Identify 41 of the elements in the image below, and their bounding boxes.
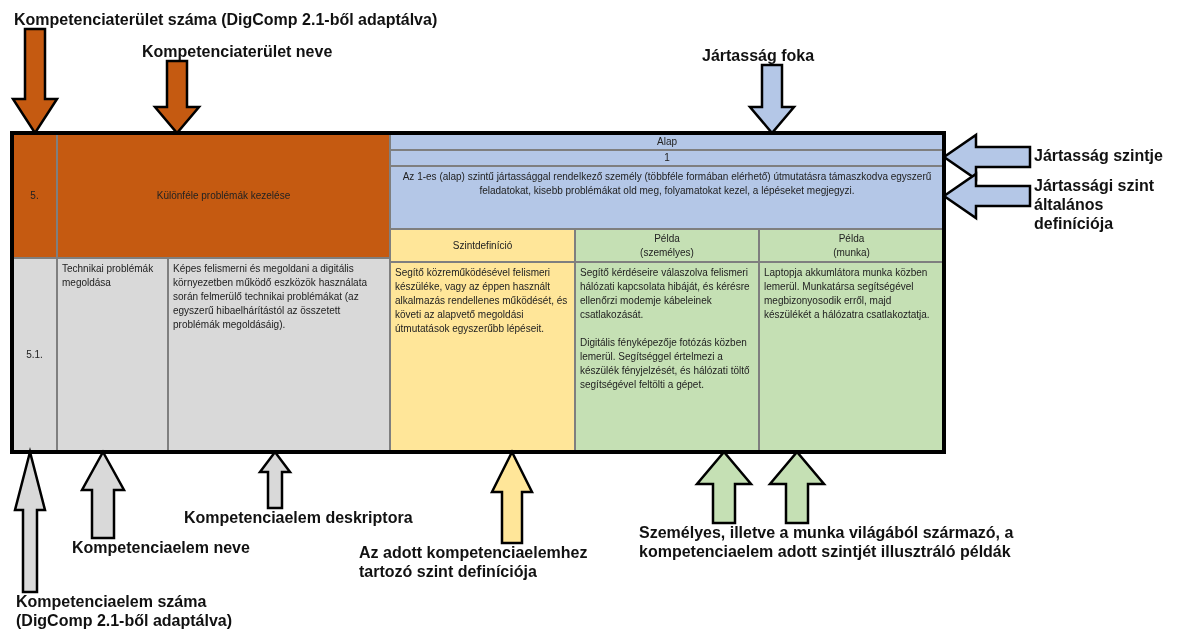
cell-text: Szintdefiníció	[451, 238, 514, 253]
cell-text: Képes felismerni és megoldani a digitális környezetben működő eszközök használata során felmerülő technikai problémákat (az egyszerű hibaelhárítástól az összetett problémák megoldásáig).	[173, 262, 368, 332]
cell-text: 5.	[29, 188, 40, 203]
annotation-label: Jártasság foka	[702, 46, 816, 65]
cell-text: Digitális fényképezője fotózás közben lemerül. Segítséggel értelmezi a készülék fényjelzését, és hálózati töltő segítségével feltölti a gépet.	[580, 336, 751, 392]
table-cell	[12, 133, 57, 258]
cell-text: Példa	[653, 231, 681, 246]
table-cell	[57, 133, 390, 258]
cell-text: 5.1.	[25, 348, 44, 362]
cell-text: (munka)	[832, 245, 871, 260]
table-cell	[575, 262, 759, 452]
annotation-label: Jártasság szintje	[1034, 146, 1164, 165]
annotation-label: Az adott kompetenciaelemhez tartozó szint definíciója	[359, 543, 589, 581]
table-cell	[390, 262, 575, 452]
table-cell	[57, 258, 168, 452]
block-arrow	[13, 447, 47, 594]
cell-text: Technikai problémák megoldása	[62, 262, 155, 290]
cell-text: Alap	[656, 134, 678, 149]
table-cell	[759, 229, 944, 262]
table-cell	[390, 229, 575, 262]
table-cell	[390, 150, 944, 166]
annotation-label: Személyes, illetve a munka világából származó, a kompetenciaelem adott szintjét illusztráló példák	[639, 523, 1015, 561]
annotation-label: Kompetenciaelem neve	[72, 538, 251, 557]
table-cell	[575, 229, 759, 262]
cell-text: Segítő kérdéseire válaszolva felismeri hálózati kapcsolata hibáját, és kérésre ellenőrzi modemje kábeleinek csatlakozását.	[580, 266, 751, 322]
cell-text: 1	[663, 151, 671, 165]
table-cell	[168, 258, 390, 452]
cell-text: Segítő közreműködésével felismeri készüléke, vagy az éppen használt alkalmazás rendellenes működését, és követi az alapvető megoldási útmutatások egyszerűbb lépéseit.	[395, 266, 569, 336]
cell-text: Példa	[837, 231, 866, 246]
cell-text: Az 1-es (alap) szintű jártassággal rendelkező személy (többféle formában elérhető) útmutatásra támaszkodva egyszerű feladatokat, kisebb problémákat old meg, folyamatokat kezel, a lépéseket megjegyzi.	[401, 170, 933, 198]
annotation-label: Kompetenciaelem száma (DigComp 2.1-ből adaptálva)	[16, 592, 234, 630]
cell-text: Laptopja akkumlátora munka közben lemerül. Munkatársa segítségével megbizonyosodik erről, majd készülékét a hálózatra csatlakoztatja.	[764, 266, 931, 322]
cell-text: (személyes)	[639, 245, 695, 260]
annotation-label: Kompetenciaterület száma (DigComp 2.1-ből adaptálva)	[14, 10, 439, 29]
table-cell	[390, 166, 944, 229]
annotation-label: Jártassági szint általános definíciója	[1034, 176, 1156, 233]
cell-text: Különféle problémák kezelése	[155, 188, 292, 203]
annotation-label: Kompetenciaterület neve	[142, 42, 334, 61]
annotation-label: Kompetenciaelem deskriptora	[184, 508, 414, 527]
table-cell	[759, 262, 944, 452]
table-cell	[12, 258, 57, 452]
